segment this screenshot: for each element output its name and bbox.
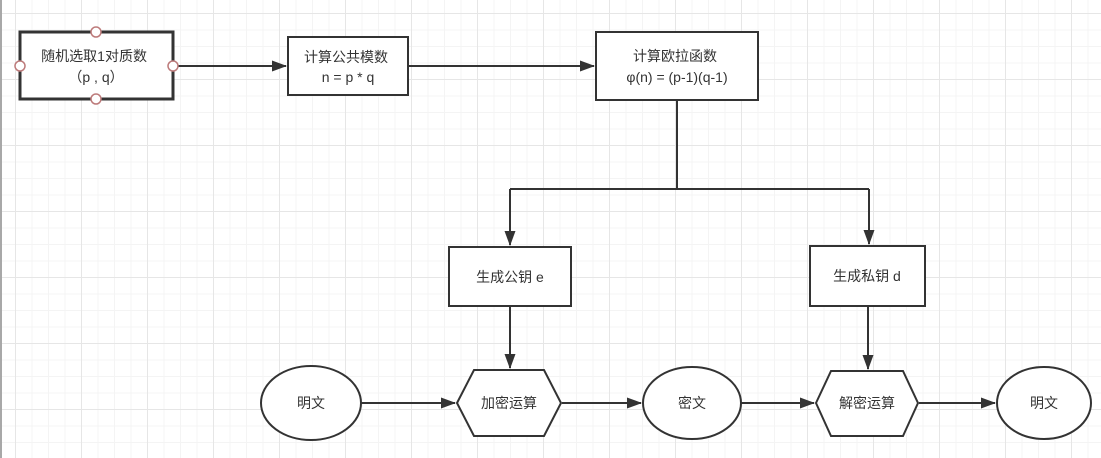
plaintext-start-label: 明文	[297, 395, 325, 411]
ciphertext-label: 密文	[678, 395, 706, 411]
step-primes-label: 随机选取1对质数 （p , q）	[41, 48, 151, 85]
node-step-primes[interactable]: 随机选取1对质数 （p , q）	[14, 26, 179, 105]
step-modulus-label: 计算公共模数 n = p * q	[304, 49, 392, 85]
step-public-key-box	[448, 246, 572, 307]
step-private-key-label: 生成私钥 d	[833, 268, 901, 284]
encrypt-label: 加密运算	[481, 395, 537, 411]
step-modulus-box	[287, 36, 409, 96]
node-plaintext-end[interactable]: 明文	[996, 366, 1092, 440]
step-private-key-box	[809, 245, 926, 307]
connection-handle-left[interactable]	[14, 60, 26, 72]
node-step-euler[interactable]: 计算欧拉函数 φ(n) = (p-1)(q-1)	[595, 31, 759, 101]
step-euler-box	[595, 31, 759, 101]
node-decrypt[interactable]: 解密运算	[814, 370, 920, 437]
plaintext-start-ellipse	[260, 365, 362, 441]
node-step-modulus[interactable]: 计算公共模数 n = p * q	[287, 36, 409, 96]
decrypt-label: 解密运算	[839, 395, 895, 411]
node-step-public-key[interactable]: 生成公钥 e	[448, 246, 572, 307]
ciphertext-ellipse	[642, 366, 742, 440]
edge-layer	[173, 60, 996, 409]
encrypt-hexagon	[455, 369, 563, 437]
connection-handle-top[interactable]	[90, 26, 102, 38]
connection-handle-right[interactable]	[167, 60, 179, 72]
node-plaintext-start[interactable]: 明文	[260, 365, 362, 441]
decrypt-hexagon	[814, 370, 920, 437]
step-euler-label: 计算欧拉函数 φ(n) = (p-1)(q-1)	[626, 48, 727, 85]
plaintext-end-label: 明文	[1030, 395, 1058, 411]
connection-handle-bottom[interactable]	[90, 93, 102, 105]
edge-euler-branch[interactable]	[510, 100, 869, 190]
step-public-key-label: 生成公钥 e	[476, 269, 544, 285]
step-primes-box	[18, 30, 175, 101]
node-step-private-key[interactable]: 生成私钥 d	[809, 245, 926, 307]
node-ciphertext[interactable]: 密文	[642, 366, 742, 440]
plaintext-end-ellipse	[996, 366, 1092, 440]
node-encrypt[interactable]: 加密运算	[455, 369, 563, 437]
